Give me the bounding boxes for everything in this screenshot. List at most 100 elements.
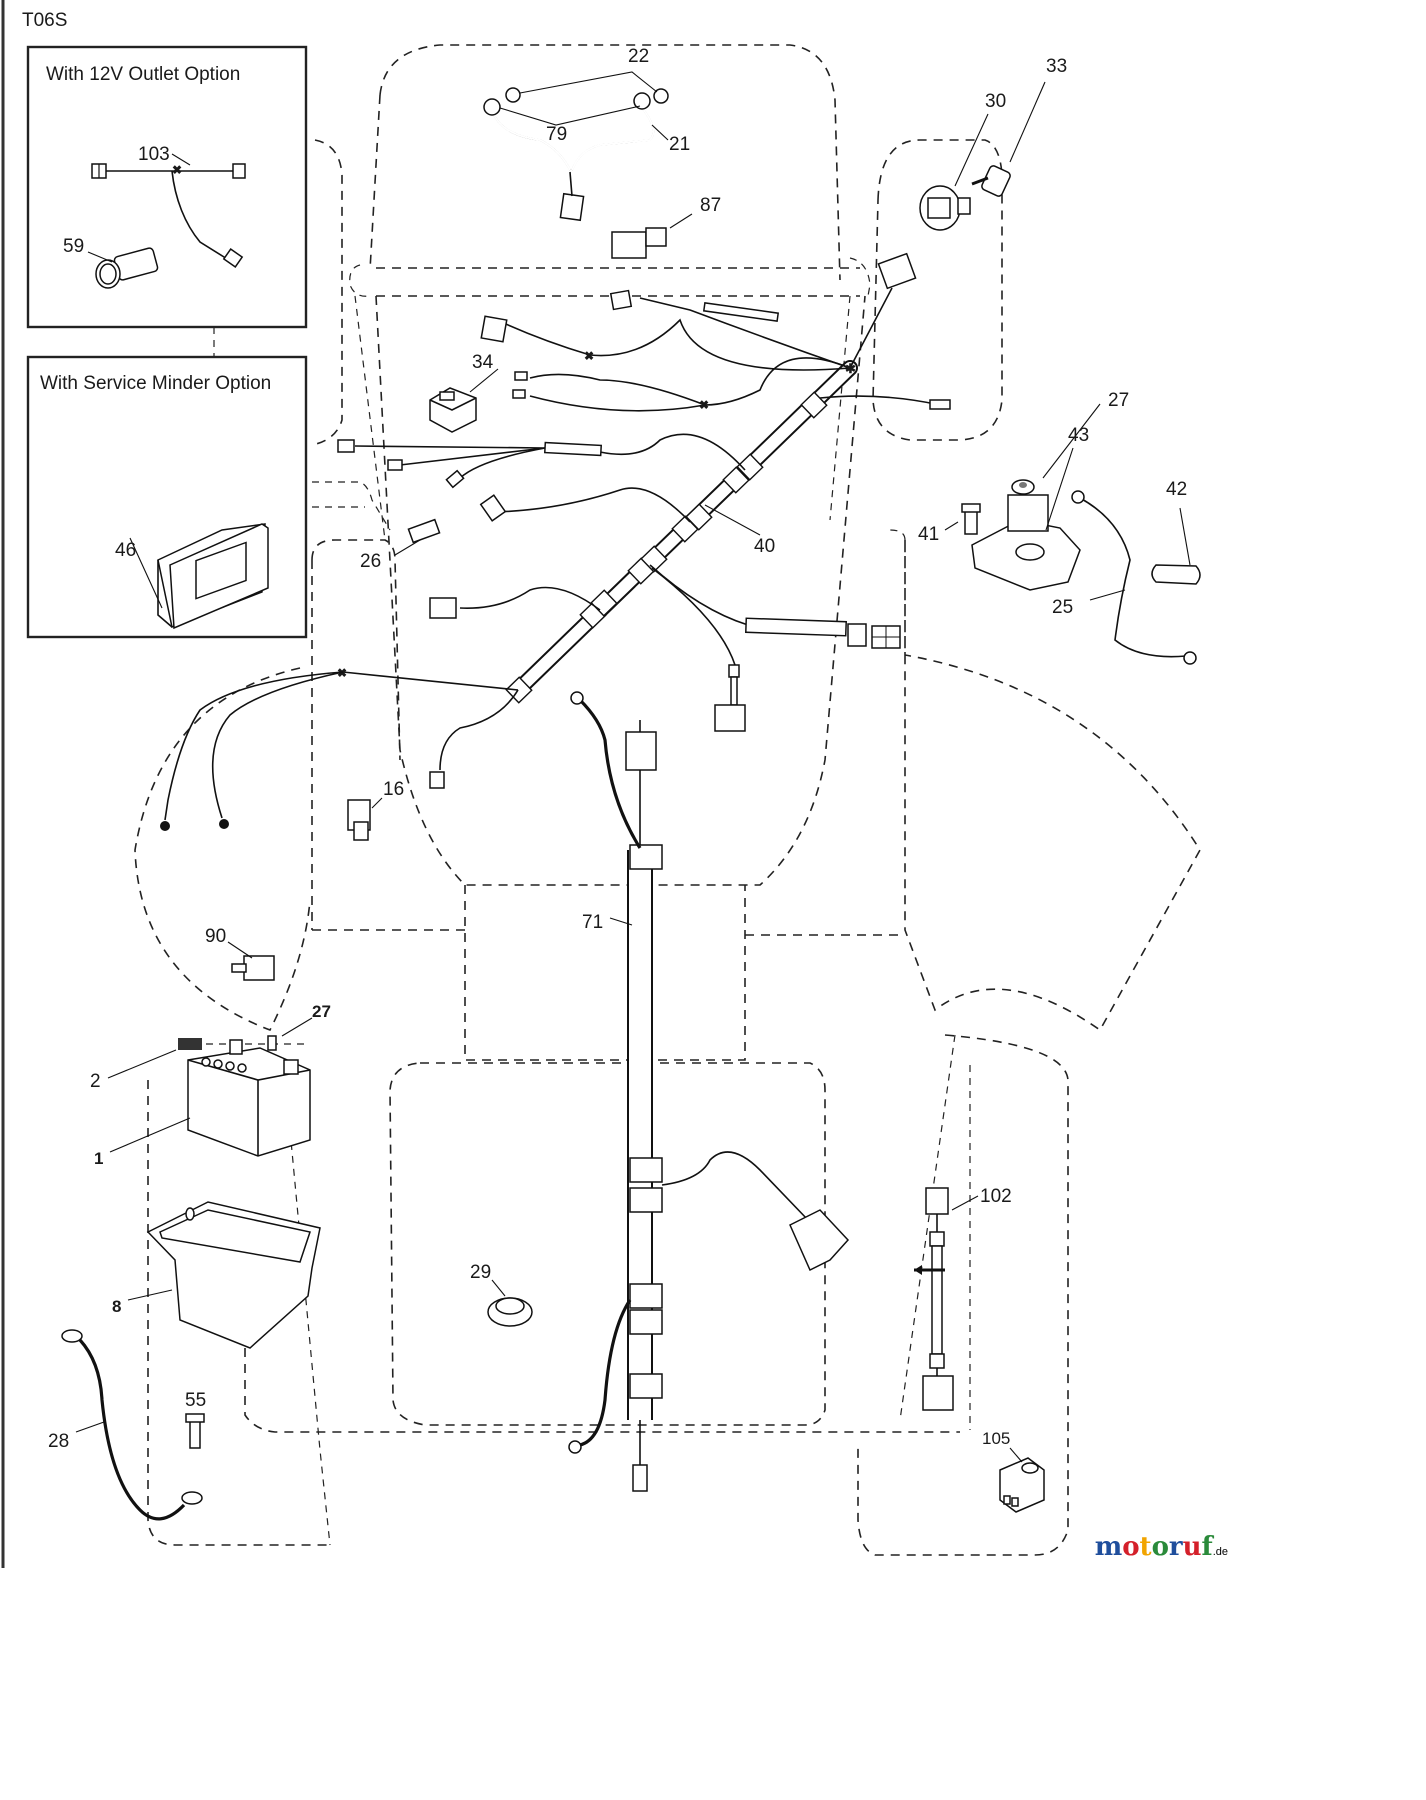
inset-title: With 12V Outlet Option — [46, 64, 240, 85]
connector-icon — [925, 1187, 949, 1215]
wiring-diagram: T06S With 12V Outlet Option ✖ 103 59 Wit… — [1, 0, 1201, 1568]
callout-16: 16 — [383, 779, 404, 800]
watermark-letter: r — [1168, 1532, 1183, 1562]
callout-27-top: 27 — [1108, 390, 1129, 411]
watermark-letter: o — [1151, 1532, 1169, 1562]
watermark: motoruf.de — [1095, 1532, 1228, 1562]
diagram-code: T06S — [22, 10, 67, 31]
callout-34: 34 — [472, 352, 494, 373]
connector-icon — [877, 252, 917, 290]
splice-mark-icon: ✖ — [584, 349, 594, 363]
harness-clamp-icon — [505, 676, 533, 704]
callout-28: 28 — [48, 1431, 69, 1452]
service-minder-display-icon — [157, 523, 269, 630]
relay-icon — [611, 231, 647, 259]
connector-icon — [480, 315, 508, 343]
headlight-harness: 22 79 21 — [483, 46, 690, 222]
callout-59: 59 — [63, 236, 84, 257]
callout-46: 46 — [115, 540, 136, 561]
watermark-brand: motoruf — [1095, 1532, 1213, 1562]
callout-30: 30 — [985, 91, 1006, 112]
battery-cable-part: 28 55 — [48, 1329, 206, 1521]
pto-switch-icon — [789, 1209, 850, 1272]
splice-mark-icon: ✖ — [699, 398, 709, 412]
rear-harness: 71 — [568, 691, 850, 1492]
fuse-icon — [407, 518, 441, 544]
splice-mark-icon: ✱ — [845, 361, 856, 376]
solenoid-group: 27 43 41 25 42 — [918, 390, 1201, 665]
callout-26: 26 — [360, 551, 381, 572]
callout-90: 90 — [205, 926, 226, 947]
screw-icon — [189, 1419, 201, 1449]
ignition-switch-part: 30 33 — [919, 56, 1067, 231]
bolt-icon — [964, 509, 978, 535]
inset-12v-outlet: With 12V Outlet Option ✖ 103 59 — [26, 45, 308, 329]
battery-tray-icon — [146, 1201, 321, 1349]
callout-42: 42 — [1166, 479, 1187, 500]
nut-icon — [267, 1035, 277, 1051]
connector-icon — [559, 192, 585, 222]
watermark-letter: f — [1201, 1532, 1213, 1562]
ring-terminal-icon — [181, 1491, 203, 1505]
inset-box — [26, 45, 308, 329]
callout-33: 33 — [1046, 56, 1067, 77]
watermark-letter: t — [1139, 1532, 1152, 1562]
callout-102: 102 — [980, 1186, 1012, 1207]
ring-terminal-icon — [219, 819, 229, 829]
callout-21: 21 — [669, 134, 690, 155]
ring-terminal-icon — [337, 439, 355, 453]
connector-icon — [714, 704, 746, 732]
ring-terminal-icon — [568, 1440, 582, 1454]
ring-terminal-icon — [570, 691, 584, 705]
power-outlet-icon — [95, 247, 159, 289]
splice-mark-icon: ✖ — [172, 163, 182, 177]
connector-icon — [922, 1375, 954, 1411]
callout-8: 8 — [112, 1297, 121, 1316]
ignition-key-icon — [981, 165, 1011, 197]
callout-55: 55 — [185, 1390, 206, 1411]
callout-103: 103 — [138, 144, 170, 165]
callout-27-battery: 27 — [312, 1002, 331, 1021]
ring-terminal-icon — [1071, 490, 1085, 504]
bolt-icon — [178, 1038, 202, 1050]
inset-service-minder: With Service Minder Option 46 — [26, 355, 308, 639]
arrow-left-icon — [914, 1265, 922, 1275]
terminal-boot-icon — [1151, 564, 1201, 585]
connector-icon — [625, 731, 657, 771]
solenoid-105-part: 105 — [982, 1429, 1045, 1513]
relay-part: 87 — [611, 195, 721, 259]
connector-icon — [609, 289, 633, 311]
callout-25: 25 — [1052, 597, 1073, 618]
bulb-icon — [653, 88, 669, 104]
seat-switch-part: 16 — [347, 779, 404, 841]
watermark-letter: u — [1182, 1532, 1202, 1562]
callout-41: 41 — [918, 524, 939, 545]
harness-102-part: 102 — [914, 1186, 1012, 1411]
watermark-letter: o — [1122, 1532, 1140, 1562]
callout-79: 79 — [546, 124, 567, 145]
grommet-part: 29 — [470, 1262, 533, 1327]
callout-71: 71 — [582, 912, 603, 933]
callout-87: 87 — [700, 195, 721, 216]
fuse-part: 26 — [360, 518, 441, 572]
callout-2: 2 — [90, 1071, 101, 1092]
callout-40: 40 — [754, 536, 775, 557]
inset-title: With Service Minder Option — [40, 373, 271, 394]
ring-terminal-icon — [1183, 651, 1197, 665]
callout-29: 29 — [470, 1262, 491, 1283]
connector-icon — [232, 163, 246, 179]
switch-90-part: 90 — [205, 926, 275, 981]
bulb-icon — [505, 87, 521, 103]
connector-icon — [429, 597, 457, 619]
battery-icon — [187, 1039, 311, 1157]
tractor-outline — [134, 44, 1201, 1556]
switch-icon — [243, 955, 275, 981]
watermark-letter: m — [1094, 1532, 1123, 1562]
callout-1: 1 — [94, 1149, 103, 1168]
main-harness: ✖ ✖ ✱ ✖ — [160, 252, 951, 831]
ring-terminal-icon — [160, 821, 170, 831]
connector-icon — [222, 248, 244, 268]
ring-terminal-icon — [61, 1329, 83, 1343]
rocker-switch-part: 34 — [429, 352, 499, 433]
connector-icon — [479, 494, 507, 522]
